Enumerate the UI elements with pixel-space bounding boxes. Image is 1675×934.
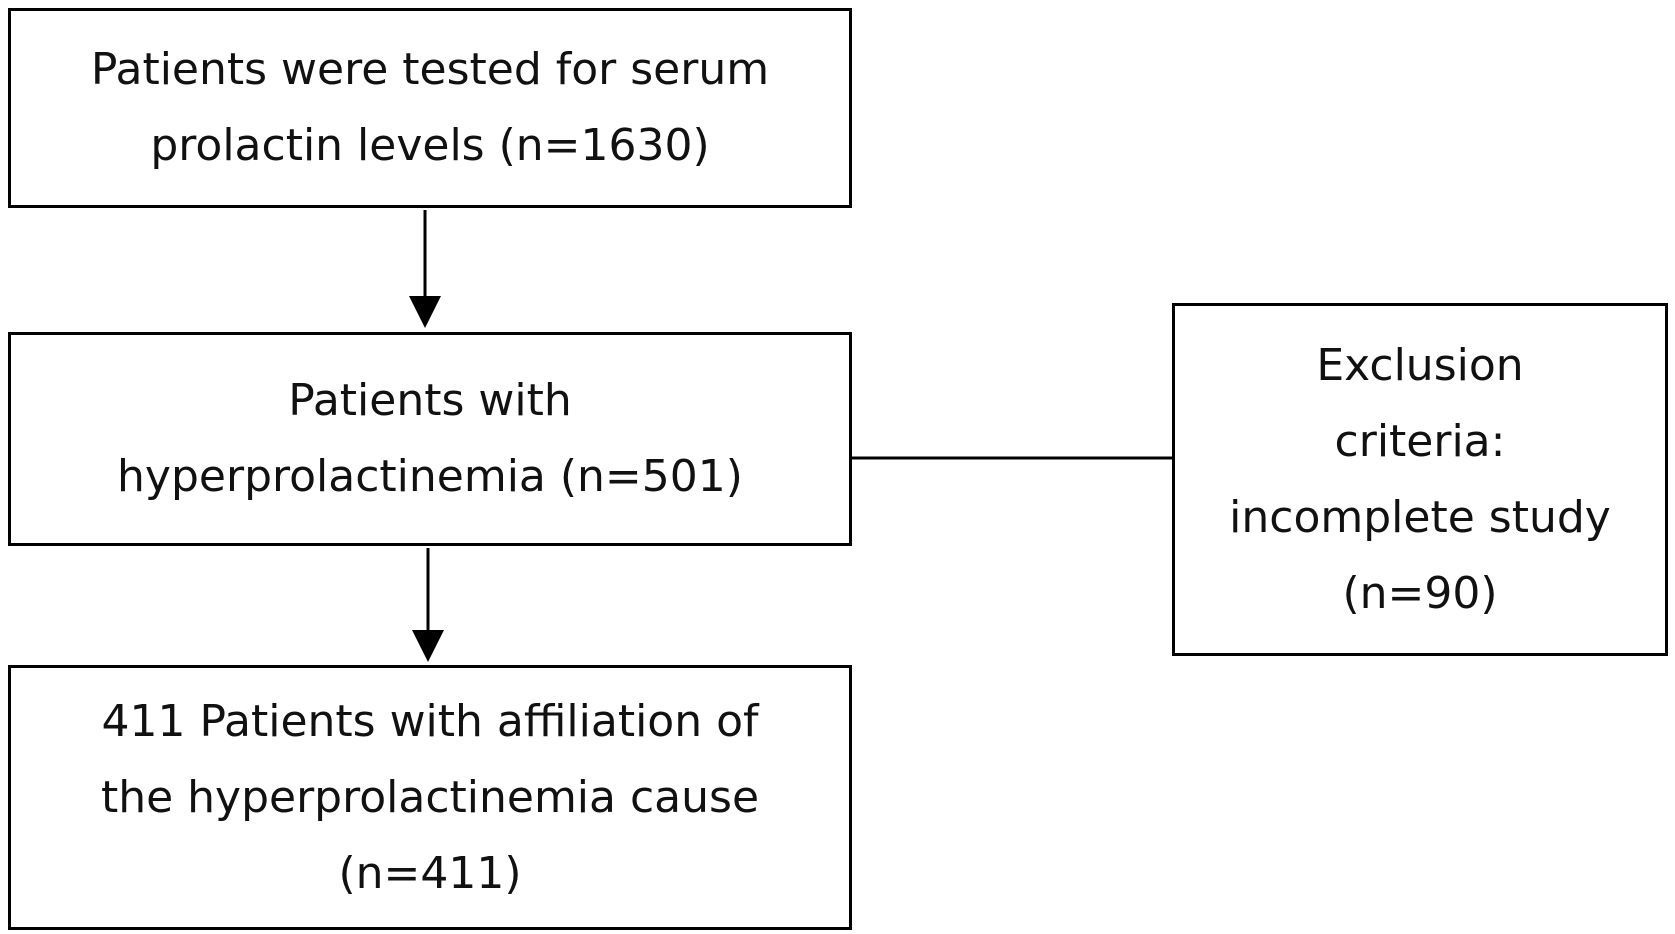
box-exclusion-line-3: incomplete study: [1229, 491, 1611, 543]
box-exclusion-line-2: criteria:: [1334, 415, 1506, 467]
box-exclusion-line-1: Exclusion: [1316, 339, 1524, 391]
box-patients-affiliation-cause: 411 Patients with affiliation of the hyp…: [8, 665, 852, 930]
box-patients-hyperprolactinemia: Patients with hyperprolactinemia (n=501): [8, 332, 852, 546]
box-hyperprolactinemia-line-2: hyperprolactinemia (n=501): [117, 451, 743, 502]
box-cause-line-1: 411 Patients with affiliation of: [101, 695, 759, 747]
box-cause-line-3: (n=411): [338, 847, 522, 899]
arrowhead-hyperprolactinemia-to-cause: [412, 630, 444, 662]
arrowhead-tested-to-hyperprolactinemia: [409, 296, 441, 328]
box-hyperprolactinemia-line-1: Patients with: [288, 375, 572, 426]
box-patients-tested: Patients were tested for serum prolactin…: [8, 8, 852, 208]
box-exclusion-criteria: Exclusion criteria: incomplete study (n=…: [1172, 303, 1668, 656]
box-patients-tested-line-1: Patients were tested for serum: [90, 44, 770, 95]
box-exclusion-line-4: (n=90): [1342, 567, 1498, 619]
box-cause-line-2: the hyperprolactinemia cause: [100, 771, 760, 823]
box-patients-tested-line-2: prolactin levels (n=1630): [150, 120, 710, 171]
